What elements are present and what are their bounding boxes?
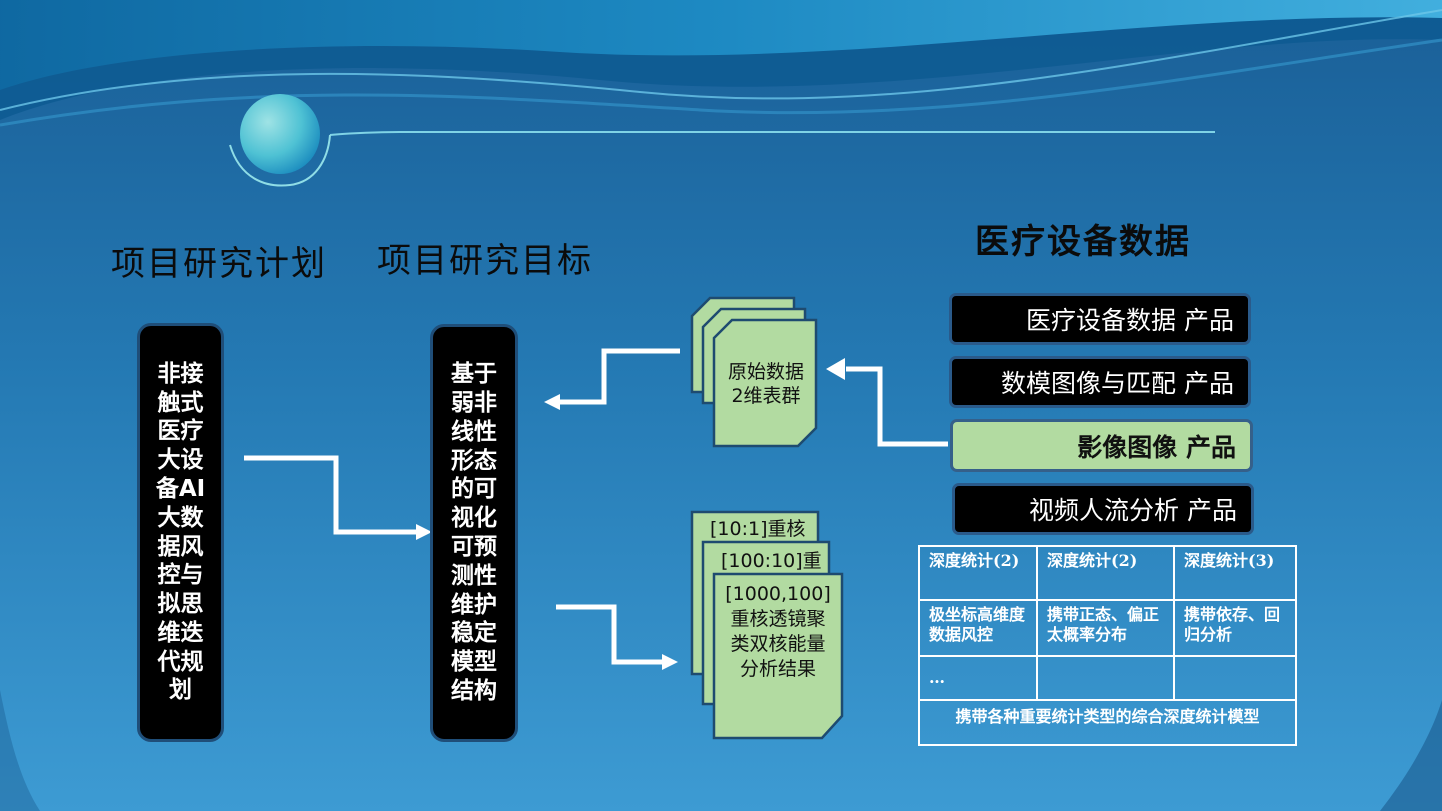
table-row: 极坐标高维度数据风控 携带正态、偏正太概率分布 携带依存、回归分析 xyxy=(918,599,1297,657)
table-row: 深度统计(2) 深度统计(2) 深度统计(3) xyxy=(918,545,1297,601)
heading-medical-device-data: 医疗设备数据 xyxy=(975,222,1191,262)
product-button-video-crowd[interactable]: 视频人流分析 产品 xyxy=(952,483,1254,535)
table-cell xyxy=(1173,655,1297,701)
doc-raw-data-label: 原始数据2维表群 xyxy=(727,361,804,407)
product-button-imaging[interactable]: 影像图像 产品 xyxy=(950,419,1253,472)
product-label: 影像图像 产品 xyxy=(1077,432,1236,462)
research-goal-text: 基于弱非线性形态的可视化可预测性维护稳定模型结构 xyxy=(451,361,497,704)
product-label: 视频人流分析 产品 xyxy=(1029,496,1237,525)
table-row: … xyxy=(918,655,1297,701)
product-button-digital-model[interactable]: 数模图像与匹配 产品 xyxy=(949,356,1251,408)
stats-table: 深度统计(2) 深度统计(2) 深度统计(3) 极坐标高维度数据风控 携带正态、… xyxy=(918,545,1297,746)
arrow-plan-to-goal xyxy=(244,455,420,535)
arrow-goal-to-bottom-docs xyxy=(556,604,666,665)
product-label: 数模图像与匹配 产品 xyxy=(1001,369,1234,398)
doc-front-label: [1000,100]重核透镜聚类双核能量分析结果 xyxy=(725,583,831,680)
table-header-cell: 深度统计(2) xyxy=(918,545,1038,601)
table-footer-cell: 携带各种重要统计类型的综合深度统计模型 xyxy=(918,699,1297,746)
heading-research-goal: 项目研究目标 xyxy=(377,241,593,281)
table-cell xyxy=(1036,655,1175,701)
table-header-cell: 深度统计(2) xyxy=(1036,545,1175,601)
decorative-circle xyxy=(240,94,320,174)
doc-stack-top xyxy=(690,296,818,448)
table-cell: 极坐标高维度数据风控 xyxy=(918,599,1038,657)
arrow-top-docs-to-goal xyxy=(556,348,680,405)
doc-middle-label: [100:10]重 xyxy=(721,550,822,572)
product-label: 医疗设备数据 产品 xyxy=(1026,306,1234,335)
table-cell: 携带正态、偏正太概率分布 xyxy=(1036,599,1175,657)
table-cell: … xyxy=(918,655,1038,701)
research-plan-text: 非接触式医疗大设备AI大数据风控与拟思维迭代规划 xyxy=(155,360,206,704)
table-header-cell: 深度统计(3) xyxy=(1173,545,1297,601)
research-plan-box[interactable]: 非接触式医疗大设备AI大数据风控与拟思维迭代规划 xyxy=(137,323,224,742)
doc-stack-bottom xyxy=(690,510,844,740)
doc-back-label: [10:1]重核 xyxy=(710,518,806,540)
heading-research-plan: 项目研究计划 xyxy=(111,244,327,284)
arrow-products-to-top-docs xyxy=(846,366,948,447)
product-button-medical-device[interactable]: 医疗设备数据 产品 xyxy=(949,293,1251,345)
table-cell: 携带依存、回归分析 xyxy=(1173,599,1297,657)
table-row: 携带各种重要统计类型的综合深度统计模型 xyxy=(918,699,1297,746)
research-goal-box[interactable]: 基于弱非线性形态的可视化可预测性维护稳定模型结构 xyxy=(430,324,518,742)
